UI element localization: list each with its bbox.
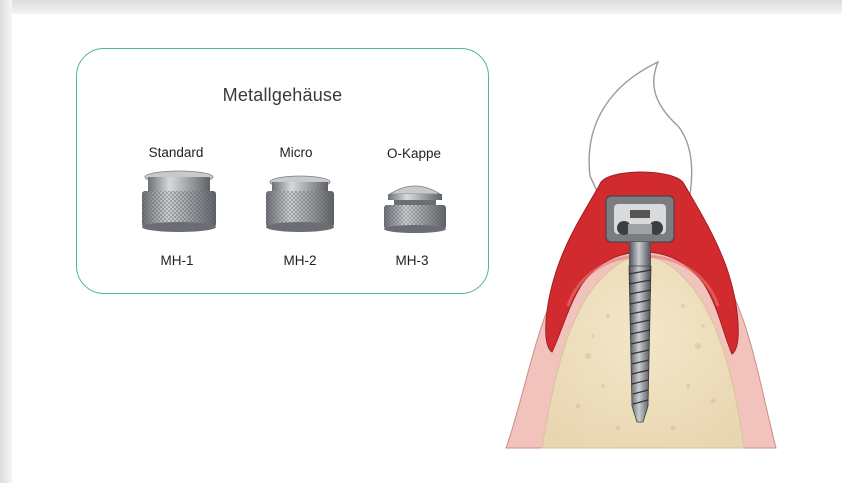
implant-screw [629,242,651,422]
item-code-mh3: MH-3 [362,253,462,268]
metal-housing-panel: Metallgehäuse Standard MH-1 Micro [76,48,489,294]
housing-o-kappe-icon [380,180,450,236]
item-code-mh1: MH-1 [127,253,227,268]
item-code-mh2: MH-2 [250,253,350,268]
frame-left-shadow [0,0,12,483]
housing-standard-icon [139,169,219,235]
item-name-standard: Standard [126,145,226,160]
panel-title: Metallgehäuse [77,85,488,106]
frame-top-shadow [0,0,842,14]
item-name-o-kappe: O-Kappe [364,146,464,161]
item-name-micro: Micro [246,145,346,160]
housing-micro-icon [262,174,338,234]
implant-cross-section-diagram [498,56,788,456]
housing-slot [630,210,650,218]
abutment-head [628,224,652,234]
